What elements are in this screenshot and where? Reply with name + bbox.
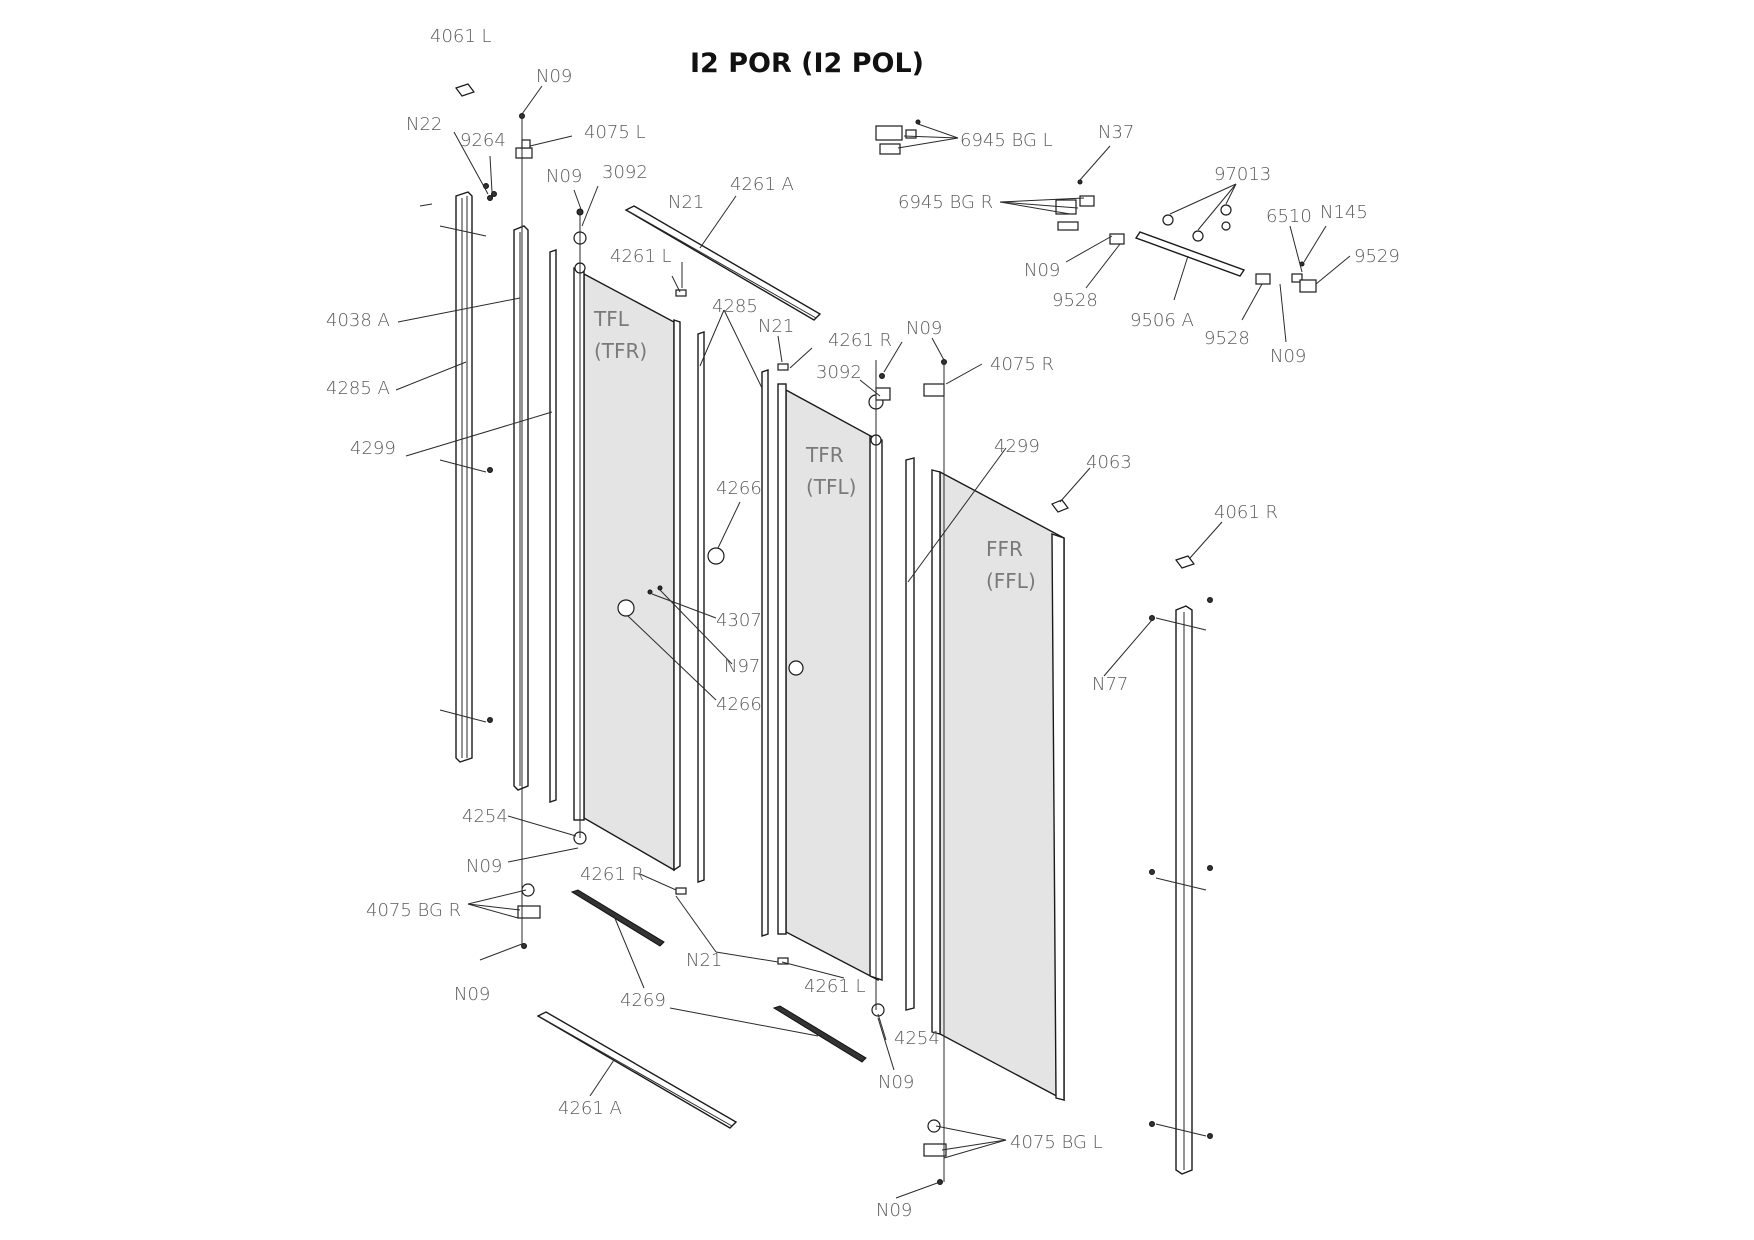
label-4061-l: 4061 L — [430, 26, 492, 47]
door-panel-tfl — [573, 231, 681, 872]
label-6945-bg-l: 6945 BG L — [960, 130, 1053, 151]
label-4261-r-a: 4261 R — [828, 330, 892, 351]
fixed-panel-ffr — [931, 469, 1065, 1102]
door-panel-tfr — [777, 383, 884, 982]
label-6510: 6510 — [1266, 206, 1312, 227]
label-n09-d: N09 — [466, 856, 502, 877]
label-4261-r-b: 4261 R — [580, 864, 644, 885]
hardware-parts — [455, 83, 1317, 1185]
panel-label-tfr: TFR — [805, 443, 844, 467]
label-4254-b: 4254 — [894, 1028, 940, 1049]
panel-label-tfr-alt: (TFL) — [806, 475, 856, 499]
label-n09-h: N09 — [1024, 260, 1060, 281]
label-n09-top: N09 — [536, 66, 572, 87]
label-n09-g: N09 — [876, 1200, 912, 1221]
label-4075-l: 4075 L — [584, 122, 646, 143]
label-4285-a: 4285 A — [326, 378, 390, 399]
label-4299-a: 4299 — [350, 438, 396, 459]
label-4061-r: 4061 R — [1214, 502, 1278, 523]
diagram-title: I2 POR (I2 POL) — [690, 48, 924, 79]
label-n97: N97 — [724, 656, 760, 677]
label-n21-b: N21 — [758, 316, 794, 337]
label-4266-a: 4266 — [716, 478, 762, 499]
label-n145: N145 — [1320, 202, 1368, 223]
label-n09-e: N09 — [454, 984, 490, 1005]
label-n09-f: N09 — [878, 1072, 914, 1093]
label-n09-c: N09 — [906, 318, 942, 339]
label-4307: 4307 — [716, 610, 762, 631]
label-6945-bg-r: 6945 BG R — [898, 192, 993, 213]
label-n21-c: N21 — [686, 950, 722, 971]
profile-strips-middle — [697, 331, 769, 937]
panel-label-ffr-alt: (FFL) — [986, 569, 1036, 593]
label-4261-a-top: 4261 A — [730, 174, 794, 195]
label-4261-l-a: 4261 L — [610, 246, 672, 267]
label-4261-l-b: 4261 L — [804, 976, 866, 997]
label-4299-b: 4299 — [994, 436, 1040, 457]
label-4038-a: 4038 A — [326, 310, 390, 331]
label-4075-r: 4075 R — [990, 354, 1054, 375]
label-9528-a: 9528 — [1052, 290, 1098, 311]
label-n22: N22 — [406, 114, 442, 135]
label-3092-a: 3092 — [602, 162, 648, 183]
bottom-rail-4261a — [536, 1011, 738, 1129]
wall-profile-right — [1149, 597, 1213, 1175]
label-9528-b: 9528 — [1204, 328, 1250, 349]
label-n09-i: N09 — [1270, 346, 1306, 367]
label-9529: 9529 — [1354, 246, 1400, 267]
panel-label-tfl-alt: (TFR) — [594, 339, 647, 363]
label-4261-a-bot: 4261 A — [558, 1098, 622, 1119]
panel-label-tfl: TFL — [593, 307, 630, 331]
label-n09-b: N09 — [546, 166, 582, 187]
panel-label-ffr: FFR — [986, 537, 1023, 561]
label-4063: 4063 — [1086, 452, 1132, 473]
label-4285: 4285 — [712, 296, 758, 317]
label-4075-bg-l: 4075 BG L — [1010, 1132, 1103, 1153]
label-9506-a: 9506 A — [1130, 310, 1194, 331]
leader-lines — [395, 85, 1351, 1199]
bottom-guides-4269 — [570, 889, 867, 1063]
profile-strip-left — [513, 225, 557, 803]
label-9264: 9264 — [460, 130, 506, 151]
label-n37: N37 — [1098, 122, 1134, 143]
label-3092-b: 3092 — [816, 362, 862, 383]
label-n77: N77 — [1092, 674, 1128, 695]
label-97013: 97013 — [1214, 164, 1271, 185]
part-labels: 4061 L N09 N22 9264 4075 L N09 3092 4261… — [326, 26, 1400, 1221]
wall-profile-left — [419, 191, 493, 763]
profile-strip-right — [905, 457, 915, 1011]
top-rail-4261a — [624, 205, 822, 321]
label-4266-b: 4266 — [716, 694, 762, 715]
label-4269: 4269 — [620, 990, 666, 1011]
label-n21-a: N21 — [668, 192, 704, 213]
label-4254-a: 4254 — [462, 806, 508, 827]
label-4075-bg-r: 4075 BG R — [366, 900, 461, 921]
